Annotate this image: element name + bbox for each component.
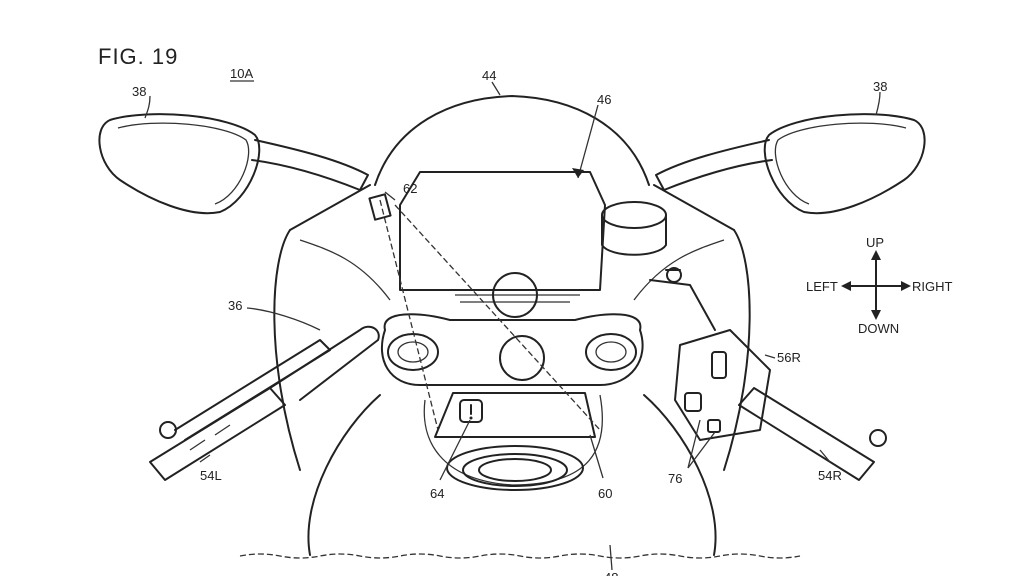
label-mirror-right: 38 <box>873 79 887 94</box>
label-grip-right: 54R <box>818 468 842 483</box>
dir-right: RIGHT <box>912 279 953 294</box>
windscreen <box>273 95 751 471</box>
dir-left: LEFT <box>806 279 838 294</box>
right-mirror <box>655 113 926 215</box>
left-handlebar <box>149 325 380 481</box>
brake-reservoir <box>601 201 716 331</box>
fuel-cap <box>446 445 584 491</box>
label-grip-arrow: 36 <box>228 298 242 313</box>
figure-title: FIG. 19 <box>98 44 178 69</box>
figure-ref: 10A <box>230 66 253 81</box>
warning-icon <box>459 399 483 423</box>
label-meter: 46 <box>597 92 611 107</box>
camera-sensor <box>368 193 392 221</box>
right-handlebar <box>674 329 887 481</box>
meter-panel <box>399 171 606 303</box>
label-display: 60 <box>598 486 612 501</box>
left-mirror <box>98 113 369 215</box>
label-tank: 48 <box>604 570 618 576</box>
label-buttons: 76 <box>668 471 682 486</box>
label-grip-left: 54L <box>200 468 222 483</box>
label-windscreen: 44 <box>482 68 496 83</box>
leader-lines <box>144 81 881 571</box>
direction-indicator-icon <box>841 250 911 320</box>
break-line <box>239 553 801 559</box>
dir-up: UP <box>866 235 884 250</box>
label-warning: 64 <box>430 486 444 501</box>
dir-down: DOWN <box>858 321 899 336</box>
top-bridge <box>380 272 644 386</box>
fuel-tank <box>307 394 717 556</box>
sight-lines <box>379 199 601 431</box>
label-switch-right: 56R <box>777 350 801 365</box>
label-mirror-left: 38 <box>132 84 146 99</box>
label-sensor: 62 <box>403 181 417 196</box>
display-unit <box>423 392 604 486</box>
